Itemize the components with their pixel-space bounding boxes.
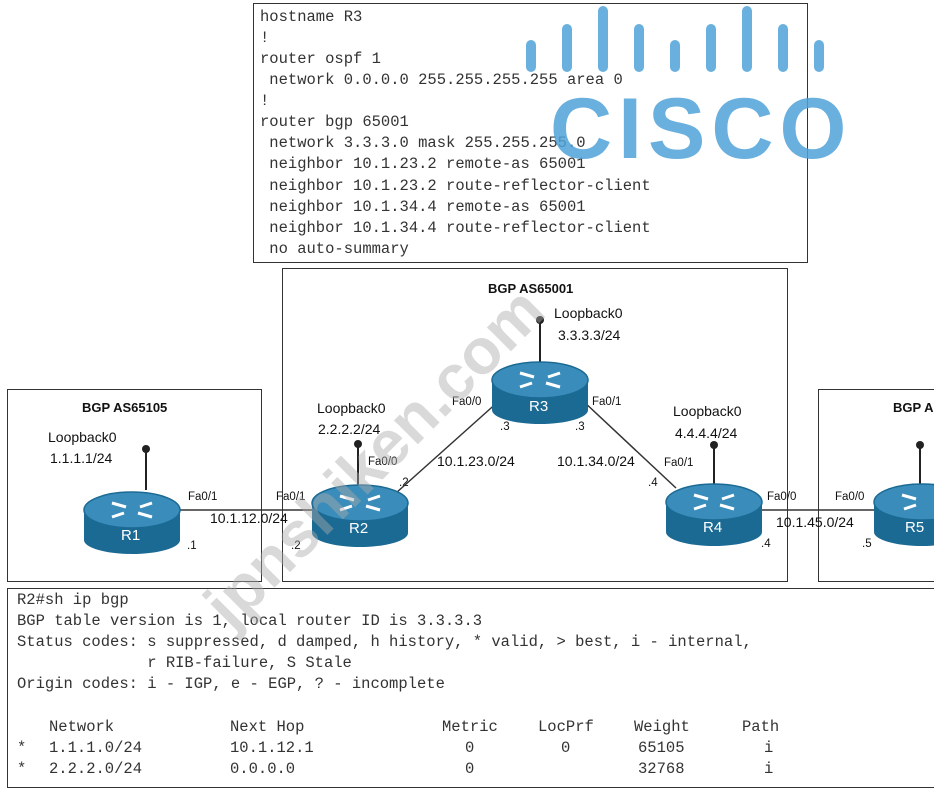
col-header-next-hop: Next Hop	[230, 718, 305, 736]
r4-fa01-label: Fa0/1	[664, 457, 694, 469]
config-line: router ospf 1	[260, 50, 381, 68]
r1-loopback-ip: 1.1.1.1/24	[50, 450, 113, 466]
router-r2-icon	[311, 484, 409, 547]
router-r3-name: R3	[529, 398, 549, 415]
row-next-hop: 0.0.0.0	[230, 760, 296, 778]
col-header-locprf: LocPrf	[538, 718, 594, 736]
hostid-r3-left: .3	[500, 421, 510, 433]
hostid-r5: .5	[862, 538, 872, 550]
subnet-r1-r2: 10.1.12.0/24	[210, 510, 288, 526]
r4-fa00-label: Fa0/0	[767, 491, 797, 503]
config-line: network 3.3.3.0 mask 255.255.255.0	[260, 134, 586, 152]
as-title-right: BGP A	[893, 400, 934, 415]
config-line: !	[260, 29, 270, 47]
config-line: hostname R3	[260, 8, 363, 26]
row-locprf: 0	[561, 739, 571, 757]
config-line: neighbor 10.1.23.2 remote-as 65001	[260, 155, 586, 173]
router-r3-icon	[491, 361, 589, 424]
r4-loopback-ip: 4.4.4.4/24	[675, 425, 738, 441]
row-metric: 0	[465, 739, 475, 757]
subnet-r2-r3: 10.1.23.0/24	[437, 453, 515, 469]
hostid-r2-up: .2	[399, 477, 409, 489]
config-line: no auto-summary	[260, 240, 409, 258]
router-r2-name: R2	[349, 520, 369, 537]
col-header-path: Path	[742, 718, 780, 736]
router-r4-name: R4	[703, 519, 723, 536]
as-group-left	[7, 389, 262, 582]
link-r2-r3	[395, 399, 501, 494]
config-line: neighbor 10.1.34.4 route-reflector-clien…	[260, 219, 651, 237]
as-group-right	[818, 389, 934, 582]
subnet-r4-r5: 10.1.45.0/24	[776, 514, 854, 530]
subnet-r3-r4: 10.1.34.0/24	[557, 453, 635, 469]
col-header-weight: Weight	[634, 718, 690, 736]
r5-fa00-label: Fa0/0	[835, 491, 865, 503]
r3-loopback-ip: 3.3.3.3/24	[558, 327, 621, 343]
hostid-r4-down: .4	[761, 538, 771, 550]
r3-fa01-label: Fa0/1	[592, 396, 622, 408]
output-line: R2#sh ip bgp	[17, 591, 129, 609]
row-status: *	[17, 760, 27, 778]
r3-fa00-label: Fa0/0	[452, 396, 482, 408]
config-line: neighbor 10.1.34.4 remote-as 65001	[260, 198, 586, 216]
r1-loopback-label: Loopback0	[48, 429, 117, 445]
config-line: network 0.0.0.0 255.255.255.255 area 0	[260, 71, 623, 89]
config-line: router bgp 65001	[260, 113, 409, 131]
col-header-metric: Metric	[442, 718, 498, 736]
link-r3-r4	[581, 399, 677, 489]
r3-loopback-label: Loopback0	[554, 305, 623, 321]
output-line: BGP table version is 1, local router ID …	[17, 612, 483, 630]
config-line: !	[260, 92, 270, 110]
row-status: *	[17, 739, 27, 757]
r2-loopback-ip: 2.2.2.2/24	[318, 421, 381, 437]
r2-loopback-label: Loopback0	[317, 400, 386, 416]
row-metric: 0	[465, 760, 475, 778]
r2-fa00-label: Fa0/0	[368, 456, 398, 468]
hostid-r4-up: .4	[648, 477, 658, 489]
output-line: r RIB-failure, S Stale	[17, 654, 352, 672]
router-r1-name: R1	[121, 527, 141, 544]
r1-fa01-label: Fa0/1	[188, 491, 218, 503]
hostid-r1: .1	[187, 540, 197, 552]
router-r4-icon	[665, 483, 763, 546]
output-line: Status codes: s suppressed, d damped, h …	[17, 633, 752, 651]
hostid-r3-right: .3	[575, 421, 585, 433]
row-network: 1.1.1.0/24	[49, 739, 143, 757]
hostid-r2-left: .2	[291, 540, 301, 552]
as-title-left: BGP AS65105	[82, 400, 168, 415]
config-line: neighbor 10.1.23.2 route-reflector-clien…	[260, 177, 651, 195]
as-title-center: BGP AS65001	[488, 281, 574, 296]
col-header-network: Network	[49, 718, 115, 736]
router-r5-icon	[873, 483, 934, 546]
r4-loopback-label: Loopback0	[673, 403, 742, 419]
row-next-hop: 10.1.12.1	[230, 739, 314, 757]
row-weight: 32768	[638, 760, 685, 778]
row-network: 2.2.2.0/24	[49, 760, 143, 778]
as-group-center	[282, 268, 788, 582]
router-r5-name: R5	[905, 519, 925, 536]
row-path: i	[764, 739, 774, 757]
row-path: i	[764, 760, 774, 778]
router-r1-icon	[83, 491, 181, 554]
r2-fa01-label: Fa0/1	[276, 491, 306, 503]
row-weight: 65105	[638, 739, 685, 757]
output-line: Origin codes: i - IGP, e - EGP, ? - inco…	[17, 675, 445, 693]
